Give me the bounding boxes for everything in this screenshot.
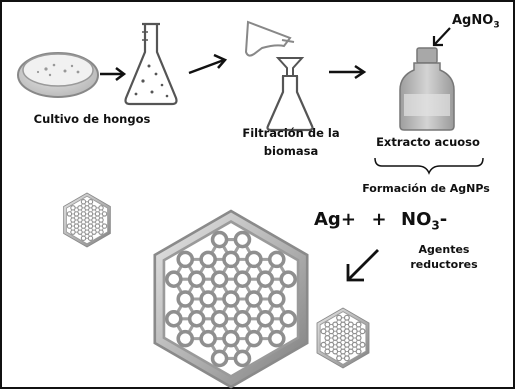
- arrow-right-icon: [100, 67, 127, 81]
- step-label-filtration-line1: Filtración de la: [242, 126, 340, 140]
- step-label-fungal-culture: Cultivo de hongos: [33, 112, 151, 126]
- caption-agnp-formation: Formación de AgNPs: [362, 182, 490, 195]
- plus-sign: +: [371, 209, 387, 230]
- petri-dish-icon: [17, 52, 99, 98]
- arrow-right-icon: [188, 53, 228, 75]
- arrow-right-icon: [329, 64, 367, 80]
- reagent-bottle-icon: [399, 47, 455, 131]
- brace-icon: [374, 157, 484, 175]
- arrow-down-left-icon: [432, 27, 451, 47]
- step-label-filtration-line2: biomasa: [263, 143, 319, 158]
- reagent-label-main: AgNO: [452, 13, 494, 28]
- reagent-label: AgNO3: [452, 13, 515, 31]
- step-label-aqueous-extract: Extracto acuoso: [376, 135, 480, 149]
- erlenmeyer-flask-icon: [124, 22, 178, 106]
- reducing-agents-label: Agentes reductores: [394, 243, 494, 271]
- step-label-filtration: Filtración de la biomasa: [228, 126, 354, 159]
- ion-nitrate-subscript: 3: [431, 218, 440, 233]
- reducing-agents-line2: reductores: [410, 258, 478, 272]
- arrow-down-left-icon: [346, 249, 379, 282]
- ion-silver: Ag+: [314, 209, 356, 230]
- funnel-flask-icon: [244, 20, 314, 132]
- nanoparticle-hexagon-icon: [63, 192, 111, 248]
- ion-nitrate-main: NO: [401, 209, 432, 230]
- reducing-agents-line1: Agentes: [418, 243, 470, 256]
- nanoparticle-hexagon-icon: [153, 209, 309, 389]
- ion-nitrate-charge: -: [439, 209, 448, 230]
- nanoparticle-hexagon-icon: [316, 307, 370, 369]
- ion-nitrate: NO3-: [401, 209, 471, 233]
- reagent-label-subscript: 3: [493, 20, 500, 31]
